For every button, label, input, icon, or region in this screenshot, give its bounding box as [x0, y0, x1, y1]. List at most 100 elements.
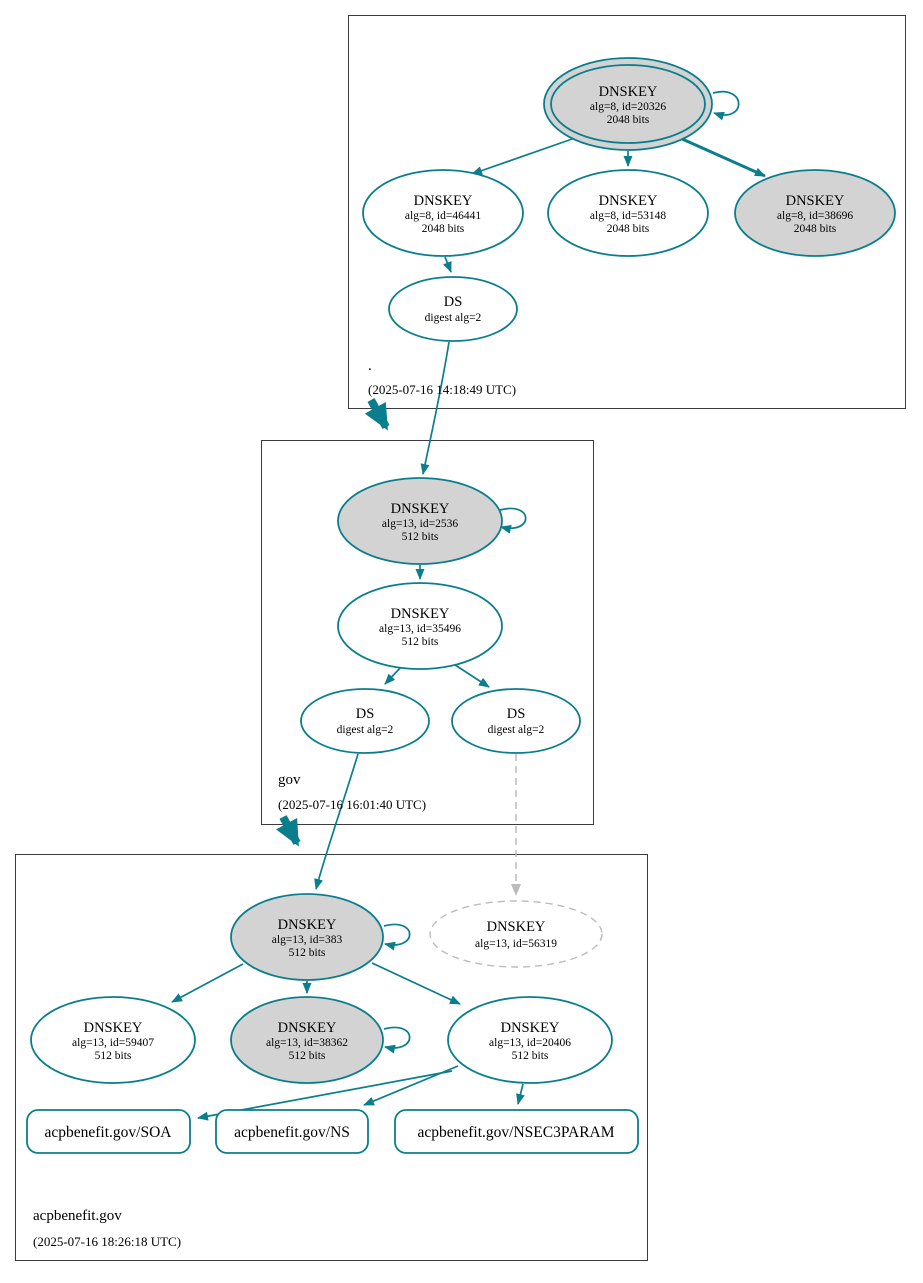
- dnskey-38696-title: DNSKEY: [786, 193, 845, 209]
- dnskey-59407-ellipse: [30, 996, 196, 1084]
- dnskey-59407-detail: alg=13, id=59407: [72, 1037, 154, 1049]
- edge-acp-383-to-59407: [171, 963, 244, 1003]
- edge-root-46441-to-ds: [443, 256, 452, 273]
- zone-timestamp-gov: (2025-07-16 16:01:40 UTC): [278, 797, 426, 812]
- dnskey-35496-ellipse: [337, 582, 503, 670]
- dnskey-46441-ellipse: [362, 169, 524, 257]
- dnskey-20406-ellipse: [447, 996, 613, 1084]
- dnskey-35496-detail: alg=13, id=35496: [379, 623, 461, 635]
- node-acp-dnskey-59407: DNSKEY alg=13, id=59407 512 bits: [30, 996, 196, 1084]
- gov-ds1-detail: digest alg=2: [337, 724, 394, 736]
- root-ds-title: DS: [444, 294, 463, 310]
- node-gov-dnskey-2536: DNSKEY alg=13, id=2536 512 bits: [337, 477, 503, 565]
- dnskey-56319-title: DNSKEY: [487, 919, 546, 935]
- nsec3param-rrset-label: acpbenefit.gov/NSEC3PARAM: [417, 1124, 614, 1141]
- dnskey-53148-ellipse: [547, 169, 709, 257]
- zone-timestamp-acpbenefit: (2025-07-16 18:26:18 UTC): [33, 1234, 181, 1249]
- node-root-dnskey-20326: DNSKEY alg=8, id=20326 2048 bits: [543, 57, 713, 151]
- edge-gov-35496-to-ds1: [384, 665, 403, 685]
- dnskey-46441-title: DNSKEY: [414, 193, 473, 209]
- zone-label-gov: gov: [278, 772, 301, 788]
- dnskey-46441-detail: alg=8, id=46441: [405, 210, 481, 222]
- node-gov-ds-2: DS digest alg=2: [451, 688, 581, 754]
- gov-ds2-ellipse: [451, 688, 581, 754]
- edge-gov-ksk-selfsign: [499, 507, 527, 534]
- node-gov-dnskey-35496: DNSKEY alg=13, id=35496 512 bits: [337, 582, 503, 670]
- ns-rrset-box: [215, 1109, 369, 1154]
- nsec3param-rrset-box: [394, 1109, 639, 1154]
- node-gov-ds-1: DS digest alg=2: [300, 688, 430, 754]
- dnskey-38696-bits: 2048 bits: [794, 223, 837, 235]
- root-ds-ellipse: [388, 276, 518, 342]
- node-root-dnskey-53148: DNSKEY alg=8, id=53148 2048 bits: [547, 169, 709, 257]
- dnskey-38362-title: DNSKEY: [278, 1020, 337, 1036]
- zone-label-acpbenefit: acpbenefit.gov: [33, 1208, 122, 1224]
- node-root-dnskey-46441: DNSKEY alg=8, id=46441 2048 bits: [362, 169, 524, 257]
- gov-ds1-title: DS: [356, 706, 375, 722]
- edge-gov-35496-to-ds2: [451, 662, 490, 688]
- dnskey-53148-bits: 2048 bits: [607, 223, 650, 235]
- node-root-dnskey-38696: DNSKEY alg=8, id=38696 2048 bits: [734, 169, 896, 257]
- dnskey-2536-ellipse: [337, 477, 503, 565]
- gov-ds2-detail: digest alg=2: [488, 724, 545, 736]
- edge-gov-to-acp-delegation: [276, 815, 301, 847]
- dnskey-383-bits: 512 bits: [289, 947, 326, 959]
- zone-timestamp-root: (2025-07-16 14:18:49 UTC): [368, 382, 516, 397]
- dnskey-38362-detail: alg=13, id=38362: [266, 1037, 348, 1049]
- dnskey-2536-title: DNSKEY: [391, 501, 450, 517]
- dnskey-38696-ellipse: [734, 169, 896, 257]
- dnskey-56319-detail: alg=13, id=56319: [475, 938, 557, 950]
- dnskey-20406-detail: alg=13, id=20406: [489, 1037, 571, 1049]
- dnskey-53148-title: DNSKEY: [599, 193, 658, 209]
- dnskey-46441-bits: 2048 bits: [422, 223, 465, 235]
- dnskey-383-title: DNSKEY: [278, 917, 337, 933]
- dnskey-38362-bits: 512 bits: [289, 1050, 326, 1062]
- dnskey-53148-detail: alg=8, id=53148: [590, 210, 666, 222]
- edge-root-ksk-to-38696: [679, 136, 766, 178]
- edge-acp-383-to-20406: [371, 962, 461, 1005]
- node-acp-dnskey-383: DNSKEY alg=13, id=383 512 bits: [230, 893, 384, 981]
- soa-rrset-box: [26, 1109, 191, 1154]
- dnskey-383-ellipse: [230, 893, 384, 981]
- gov-ds2-title: DS: [507, 706, 526, 722]
- dnskey-59407-bits: 512 bits: [95, 1050, 132, 1062]
- node-acp-dnskey-20406: DNSKEY alg=13, id=20406 512 bits: [447, 996, 613, 1084]
- edge-acp-20406-to-nsec3param: [516, 1083, 525, 1105]
- edge-root-ksk-selfsign: [712, 90, 740, 121]
- node-acp-soa-rrset: acpbenefit.gov/SOA: [26, 1109, 191, 1154]
- dnskey-56319-dashed-ellipse: [429, 900, 603, 968]
- dnskey-59407-title: DNSKEY: [84, 1020, 143, 1036]
- node-acp-dnskey-56319-nonexistent: DNSKEY alg=13, id=56319: [429, 900, 603, 968]
- edge-root-ksk-to-46441: [471, 137, 576, 175]
- dnskey-38696-detail: alg=8, id=38696: [777, 210, 853, 222]
- dnskey-20406-bits: 512 bits: [512, 1050, 549, 1062]
- dnskey-20406-title: DNSKEY: [501, 1020, 560, 1036]
- dnskey-2536-detail: alg=13, id=2536: [382, 518, 458, 530]
- edge-acp-38362-selfsign: [383, 1026, 411, 1054]
- zone-box-root: [348, 15, 906, 409]
- dnskey-20326-title: DNSKEY: [599, 84, 658, 100]
- dnskey-2536-bits: 512 bits: [402, 531, 439, 543]
- dnskey-20326-bits: 2048 bits: [607, 114, 650, 126]
- dnskey-38362-ellipse: [230, 996, 384, 1084]
- edge-root-ds-to-gov-ksk: [420, 341, 450, 475]
- dnskey-20326-inner-ring: [550, 64, 706, 144]
- dnskey-20326-detail: alg=8, id=20326: [590, 101, 666, 113]
- node-acp-dnskey-38362: DNSKEY alg=13, id=38362 512 bits: [230, 996, 384, 1084]
- edge-acp-ksk383-selfsign: [383, 923, 411, 951]
- edge-gov-ds1-to-acp-ksk: [314, 753, 359, 890]
- node-acp-ns-rrset: acpbenefit.gov/NS: [215, 1109, 369, 1154]
- zone-label-root: .: [368, 358, 372, 374]
- edge-root-to-gov-delegation: [364, 398, 390, 431]
- root-ds-detail: digest alg=2: [425, 312, 482, 324]
- node-acp-nsec3param-rrset: acpbenefit.gov/NSEC3PARAM: [394, 1109, 639, 1154]
- ns-rrset-label: acpbenefit.gov/NS: [234, 1124, 350, 1141]
- dnskey-35496-bits: 512 bits: [402, 636, 439, 648]
- dnskey-383-detail: alg=13, id=383: [272, 934, 343, 946]
- zone-box-acpbenefit: [15, 854, 648, 1261]
- zone-box-gov: [261, 440, 594, 825]
- node-root-ds: DS digest alg=2: [388, 276, 518, 342]
- soa-rrset-label: acpbenefit.gov/SOA: [45, 1124, 173, 1141]
